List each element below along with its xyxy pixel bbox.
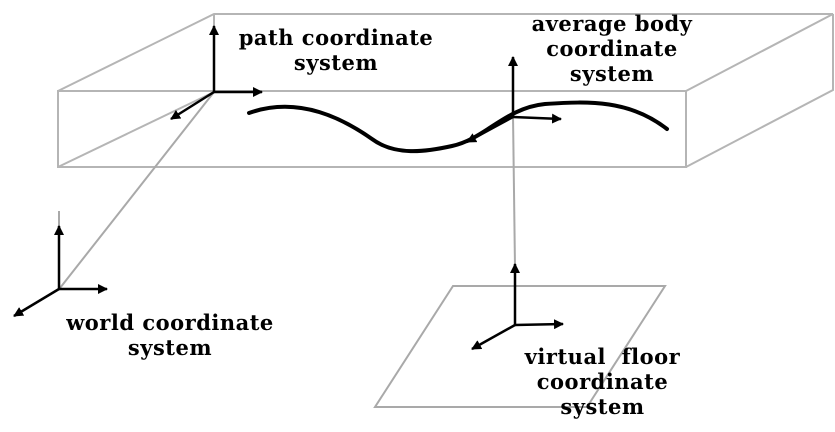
box-hidden-bottom-edge [57,91,215,168]
virtual-floor-coordinate-system-label: virtual floor coordinate system [510,344,695,419]
world-coordinate-axes [13,225,108,318]
box-right-back-edge [685,14,834,168]
body-label-line2: coordinate [546,36,678,61]
floor-axis-right-arrow [514,319,564,330]
average-body-coordinate-system-label: average body coordinate system [522,11,702,86]
body-label-line1: average body [531,11,693,36]
virtual-floor-plane [373,285,667,408]
path-coordinate-axes [170,25,263,121]
locomotion-path-curve [247,100,669,154]
world-label-line2: system [127,335,213,360]
floor-label-line1: virtual floor [524,344,681,369]
path-coordinate-system-label: path coordinate system [231,25,441,75]
world-coordinate-system-label: world coordinate system [55,310,285,360]
virtual-floor-coordinate-axes [471,263,564,351]
world-to-path-connector [59,91,215,289]
path-axis-diagonal-arrow [170,90,215,121]
path-label-line1: path coordinate [238,25,434,50]
box-front-face [57,90,687,168]
path-label-line2: system [293,50,379,75]
body-label-line3: system [569,61,655,86]
average-body-coordinate-axes [466,56,562,144]
body-to-floor-connector [512,114,516,269]
body-axis-diagonal-arrow [466,115,514,144]
box-top-back-edge [57,13,834,92]
world-label-line1: world coordinate [66,310,274,335]
floor-label-line3: system [560,394,645,419]
world-axis-diagonal-arrow [13,287,60,318]
body-axis-right-arrow [512,113,562,124]
floor-axis-diagonal-arrow [471,323,516,351]
corridor-box [57,13,834,168]
floor-label-line2: coordinate [536,369,669,394]
